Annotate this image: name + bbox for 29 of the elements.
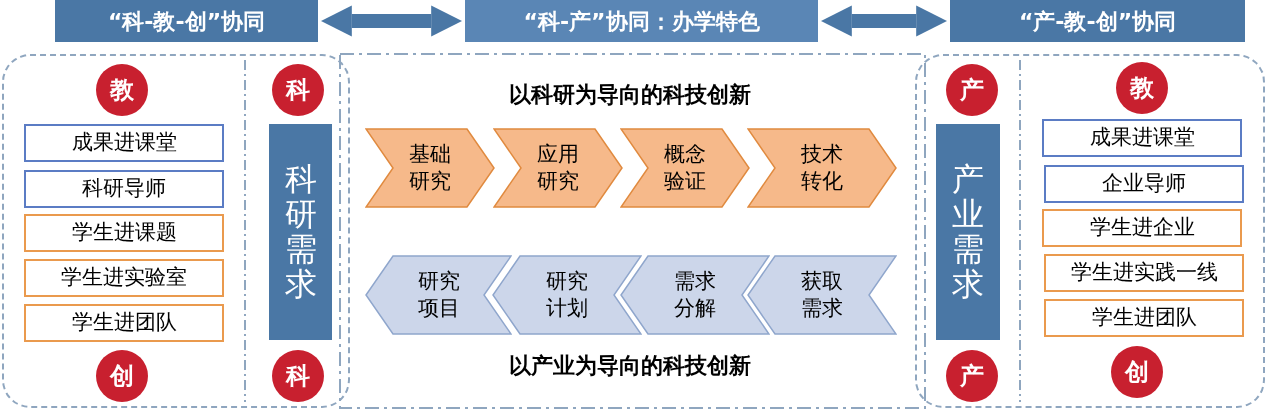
chevron-step: 需求分解 — [620, 255, 770, 335]
item-box: 学生进实验室 — [24, 259, 224, 297]
item-box: 成果进课堂 — [24, 124, 224, 162]
chevron-step: 研究计划 — [492, 255, 642, 335]
item-box: 学生进实践一线 — [1044, 254, 1244, 292]
vertical-banner: 产业需求 — [936, 124, 1000, 340]
double-arrow — [821, 5, 947, 37]
item-box: 成果进课堂 — [1042, 119, 1242, 157]
vertical-banner: 科研需求 — [269, 124, 332, 340]
double-arrow — [321, 5, 462, 37]
chevron-step: 基础研究 — [365, 128, 495, 208]
item-box: 科研导师 — [24, 170, 224, 208]
header-banner: “科-教-创”协同 — [55, 0, 318, 42]
dashed-panel — [2, 54, 350, 408]
section-heading: 以产业为导向的科技创新 — [508, 352, 752, 380]
item-box: 企业导师 — [1044, 165, 1244, 203]
item-box: 学生进课题 — [24, 214, 224, 252]
chevron-step: 获取需求 — [747, 255, 897, 335]
header-banner: “产-教-创”协同 — [950, 0, 1245, 42]
header-banner: “科-产”协同：办学特色 — [465, 0, 818, 42]
chevron-step: 概念验证 — [620, 128, 750, 208]
section-heading: 以科研为导向的科技创新 — [508, 81, 752, 109]
chevron-step: 技术转化 — [747, 128, 897, 208]
item-box: 学生进团队 — [1044, 299, 1244, 337]
chevron-step: 应用研究 — [493, 128, 623, 208]
dashed-panel — [915, 54, 1265, 408]
item-box: 学生进企业 — [1042, 209, 1242, 247]
chevron-step: 研究项目 — [365, 255, 512, 335]
item-box: 学生进团队 — [24, 304, 224, 342]
